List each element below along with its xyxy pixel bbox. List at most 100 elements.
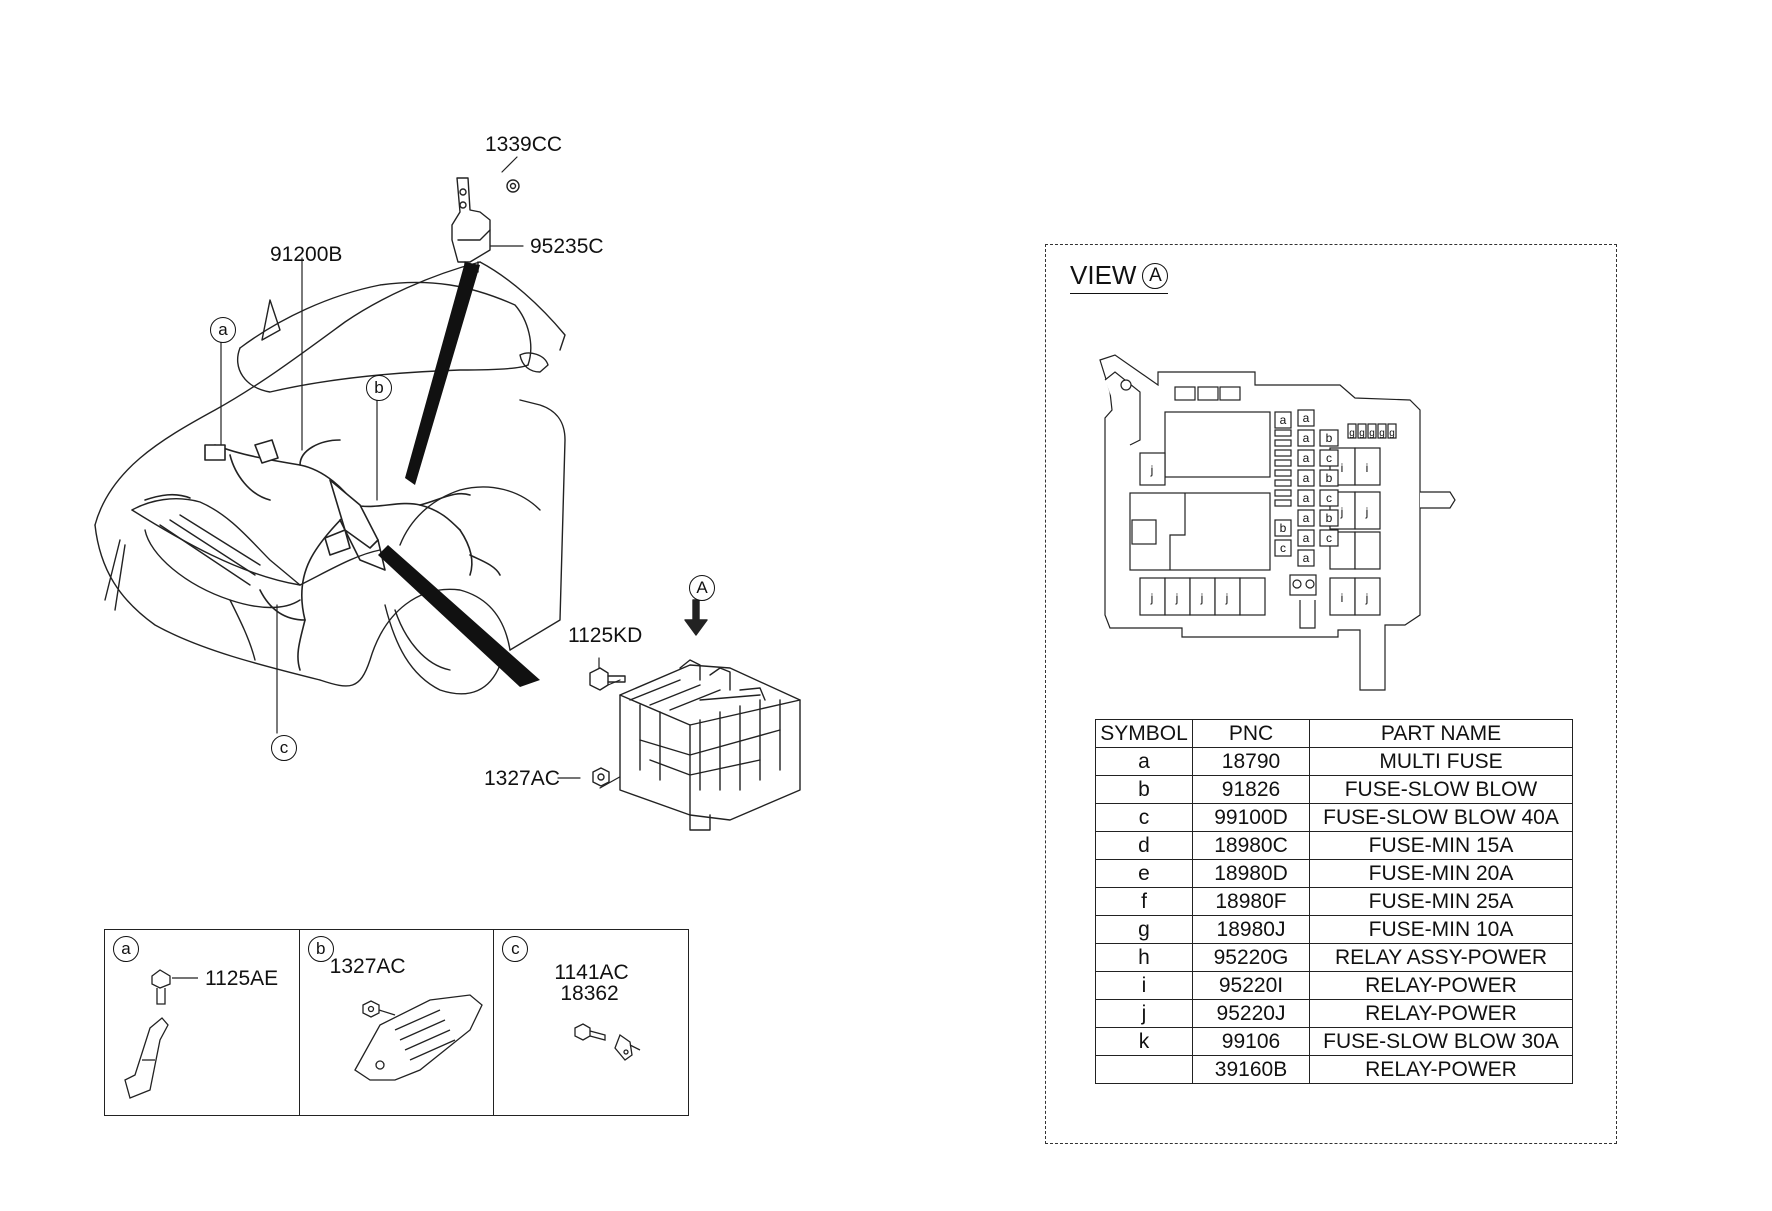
symbol-cell: g (1095, 915, 1193, 944)
terminal-18362 (614, 1033, 641, 1061)
pnc-cell: 95220J (1192, 999, 1310, 1028)
marker-a: a (210, 317, 236, 343)
svg-text:a: a (1303, 471, 1310, 485)
svg-text:j: j (1150, 591, 1154, 605)
svg-text:c: c (1326, 451, 1332, 465)
svg-text:j: j (1365, 591, 1369, 605)
view-title-marker: A (1142, 262, 1169, 289)
part-name-cell: FUSE-SLOW BLOW (1309, 775, 1573, 804)
symbol-cell: j (1095, 999, 1193, 1028)
symbol-cell: e (1095, 859, 1193, 888)
pnc-cell: 18980D (1192, 859, 1310, 888)
callout-91200b: 91200B (270, 243, 343, 266)
svg-text:c: c (1280, 541, 1286, 555)
detail-marker-b: b (307, 936, 334, 962)
detail-panel-a: a 1125AE (105, 930, 300, 1115)
svg-text:i: i (1341, 591, 1344, 605)
detail-panel-c: c 1141AC 18362 (494, 930, 688, 1115)
callout-1327ac: 1327AC (484, 767, 560, 790)
detail-parts (124, 969, 641, 1099)
part-name-cell: RELAY-POWER (1309, 999, 1573, 1028)
symbol-cell: a (1095, 747, 1193, 776)
svg-text:b: b (1280, 521, 1287, 535)
callout-1125ae: 1125AE (205, 967, 279, 990)
svg-text:c: c (1326, 531, 1332, 545)
header-pnc: PNC (1192, 719, 1310, 748)
callout-18362: 18362 (560, 982, 619, 1005)
pnc-cell: 18980J (1192, 915, 1310, 944)
symbol-cell: b (1095, 775, 1193, 804)
svg-text:a: a (1303, 491, 1310, 505)
svg-text:j: j (1175, 591, 1179, 605)
callout-1339cc: 1339CC (485, 133, 563, 156)
bracket-95235c (451, 177, 520, 273)
detail-panels: a 1125AE b 1327AC c 1141AC 18362 (104, 929, 689, 1116)
header-symbol: SYMBOL (1095, 719, 1193, 748)
view-a-arrow (684, 599, 708, 636)
svg-text:i: i (1341, 461, 1344, 475)
bolt-1141ac (574, 1023, 606, 1041)
detail-marker-c: c (502, 936, 529, 962)
view-a-frame (1045, 244, 1617, 1144)
svg-text:g: g (1369, 428, 1375, 439)
symbol-cell: i (1095, 971, 1193, 1000)
view-title-text: VIEW (1070, 260, 1137, 290)
svg-text:a: a (1303, 531, 1310, 545)
callout-1327ac-detail: 1327AC (329, 955, 406, 978)
svg-text:j: j (1200, 591, 1204, 605)
svg-text:g: g (1389, 428, 1395, 439)
part-name-cell: FUSE-MIN 10A (1309, 915, 1573, 944)
part-name-cell: RELAY-POWER (1309, 971, 1573, 1000)
callout-1125kd: 1125KD (568, 624, 643, 647)
callout-1141ac: 1141AC (554, 961, 629, 984)
symbol-cell: k (1095, 1027, 1193, 1056)
symbol-cell: h (1095, 943, 1193, 972)
symbol-cell: c (1095, 803, 1193, 832)
leader-band-lower (378, 545, 540, 687)
detail-marker-a: a (113, 936, 139, 962)
pnc-cell: 39160B (1192, 1055, 1310, 1084)
marker-c: c (271, 735, 297, 761)
bolt-1125kd (589, 667, 626, 691)
svg-text:a: a (1303, 511, 1310, 525)
part-name-cell: FUSE-SLOW BLOW 40A (1309, 803, 1573, 832)
nut-1327ac (592, 767, 610, 787)
part-name-cell: FUSE-MIN 15A (1309, 831, 1573, 860)
table-header-row: SYMBOL PNC PART NAME (1095, 719, 1573, 748)
symbol-cell (1095, 1055, 1193, 1084)
svg-text:b: b (1326, 511, 1333, 525)
bolt-1125ae (151, 969, 198, 1005)
nut-1327ac-detail (362, 1000, 396, 1018)
svg-text:a: a (1303, 411, 1310, 425)
pnc-cell: 18980C (1192, 831, 1310, 860)
fusebox-label-j-left: j (1150, 463, 1154, 477)
harness-wires (144, 439, 501, 671)
svg-text:a: a (1303, 431, 1310, 445)
detail-panel-b: b 1327AC (300, 930, 495, 1115)
part-name-cell: RELAY ASSY-POWER (1309, 943, 1573, 972)
part-name-cell: FUSE-SLOW BLOW 30A (1309, 1027, 1573, 1056)
svg-text:a: a (1280, 413, 1287, 427)
svg-text:a: a (1303, 451, 1310, 465)
svg-text:j: j (1340, 505, 1344, 519)
marker-view-a: A (689, 575, 715, 601)
svg-text:j: j (1365, 505, 1369, 519)
svg-text:g: g (1349, 428, 1355, 439)
pnc-cell: 91826 (1192, 775, 1310, 804)
view-a-title: VIEW A (1070, 260, 1169, 294)
callout-95235c: 95235C (530, 235, 604, 258)
